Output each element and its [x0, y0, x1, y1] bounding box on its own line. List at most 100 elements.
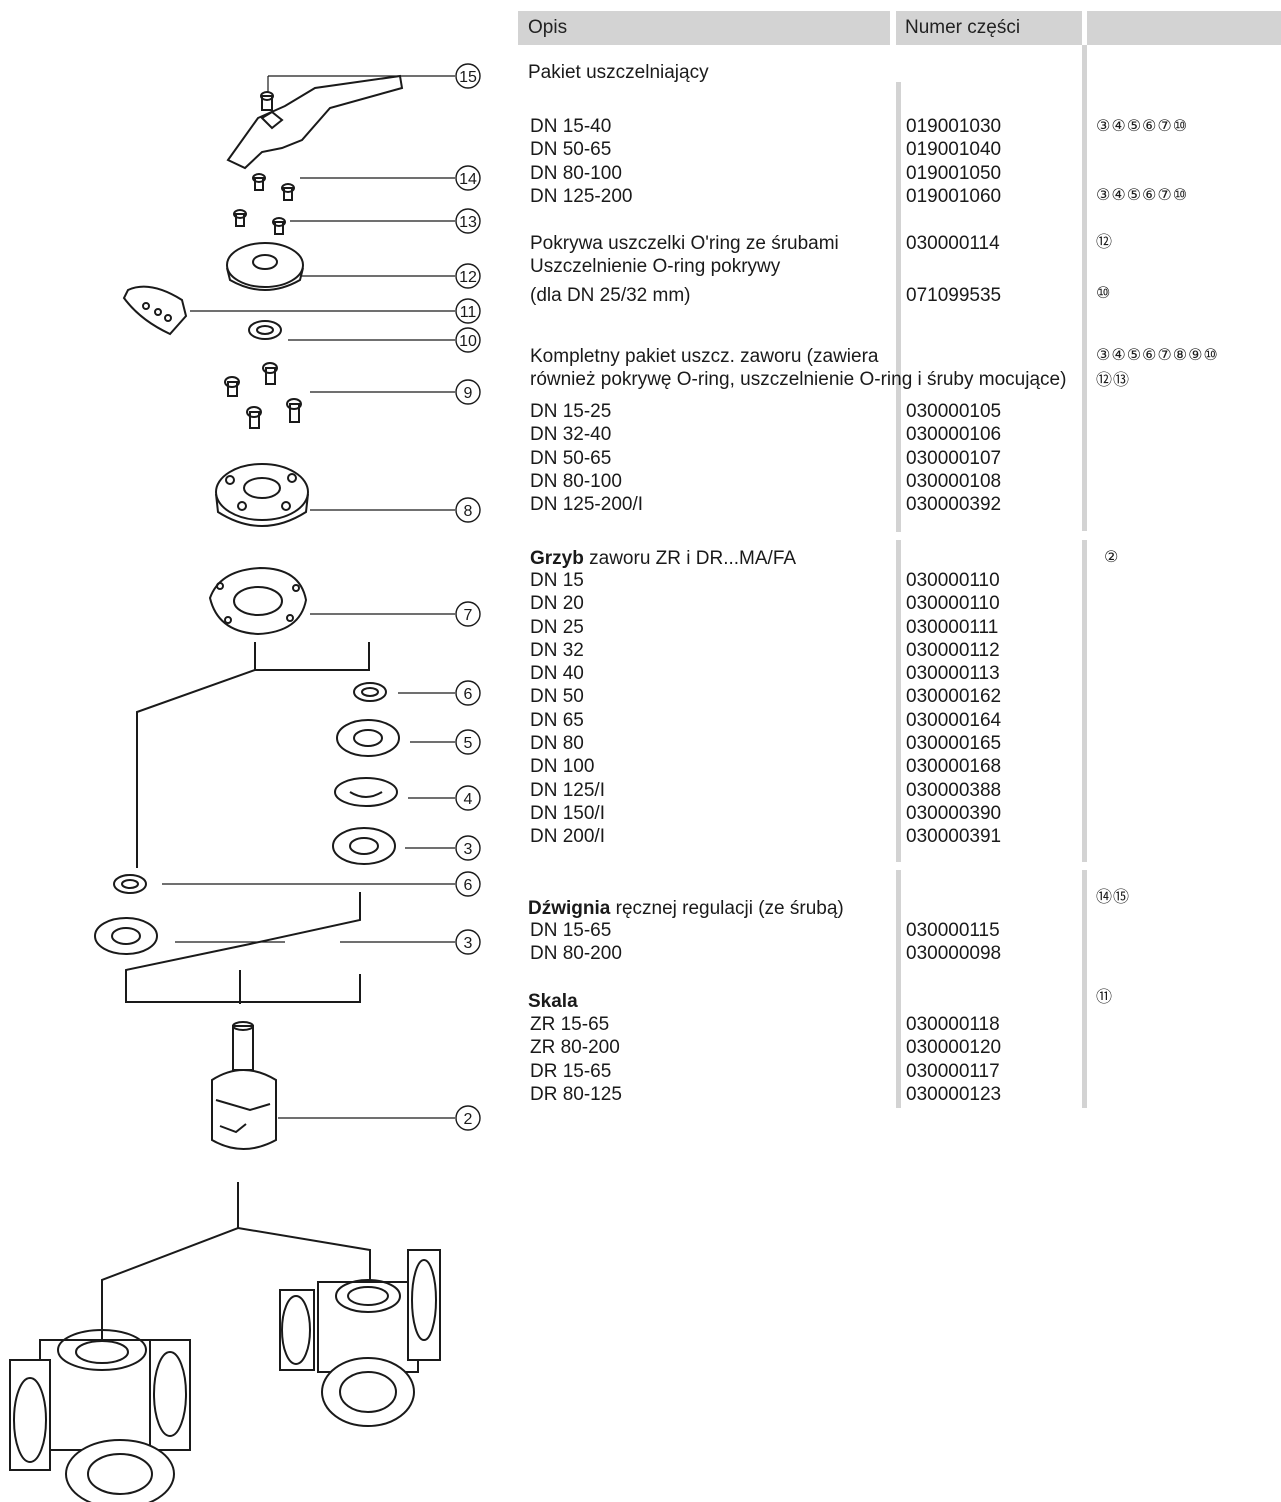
section4-descriptions: DN 15 DN 20 DN 25 DN 32 DN 40 DN 50 DN 6…	[530, 569, 605, 849]
row-desc: DR 80-125	[530, 1083, 622, 1105]
callout-3a: 3	[464, 841, 473, 858]
section1-numbers: 019001030 019001040 019001050 019001060	[906, 115, 1001, 208]
row-number: 019001030	[906, 116, 1002, 137]
s2-line1: Pokrywa uszczelki O'ring ze śrubami	[530, 233, 839, 254]
callout-10: 10	[459, 333, 477, 350]
row-desc: DN 15-65	[530, 920, 612, 941]
row-desc: DN 125-200/I	[530, 494, 644, 516]
s3-line1: Kompletny pakiet uszcz. zaworu (zawiera	[530, 346, 879, 367]
row-number: 030000105	[906, 401, 1002, 422]
valve-body-3way-drawing	[279, 1249, 441, 1427]
row-number: 030000392	[906, 494, 1002, 516]
callout-15: 15	[459, 69, 477, 86]
row-number: 030000162	[906, 686, 1002, 708]
gasket-drawing	[208, 566, 308, 636]
header-numer: Numer części	[896, 11, 1082, 45]
screws-9-drawing	[224, 362, 302, 429]
row-desc: DN 125-200	[530, 185, 633, 207]
row-desc: DR 15-65	[530, 1060, 612, 1082]
valve-cover-drawing	[215, 463, 309, 527]
row-number: 030000391	[906, 826, 1002, 848]
callout-3b: 3	[464, 935, 473, 952]
section4-numbers: 030000110 030000110 030000111 030000112 …	[906, 569, 1001, 849]
callout-5: 5	[464, 735, 473, 752]
row-number: 030000108	[906, 470, 1002, 492]
row-desc: DN 200/I	[530, 826, 605, 848]
row-desc: DN 15-40	[530, 116, 612, 137]
callout-4: 4	[464, 791, 473, 808]
exploded-view-diagram: 15 14 13 12 11 10 9 8 7 6 5 4 3 6 3 2	[9, 63, 481, 1502]
marks-s4: ②	[1104, 547, 1120, 566]
col-numer-label: Numer części	[905, 17, 1021, 38]
row-desc: DN 150/I	[530, 802, 605, 824]
callout-14: 14	[459, 171, 477, 188]
row-number: 030000120	[906, 1037, 1002, 1059]
s5-title-bold: Dźwignia	[528, 898, 611, 919]
row-number: 030000388	[906, 779, 1002, 801]
scale-drawing	[122, 285, 188, 336]
section3-numbers: 030000105 030000106 030000107 030000108 …	[906, 400, 1001, 516]
callout-2: 2	[464, 1111, 473, 1128]
row-number: 030000110	[906, 593, 1000, 615]
row-number: 030000106	[906, 424, 1002, 446]
section5-numbers: 030000115 030000098	[906, 919, 1001, 966]
marks-s2-1: ⑫	[1096, 232, 1114, 251]
s2-line2: Uszczelnienie O-ring pokrywy	[530, 256, 781, 277]
s4-title: Grzyb zaworu ZR i DR...MA/FA	[530, 547, 796, 570]
valve-plug-drawing	[211, 1021, 277, 1150]
row-desc: DN 40	[530, 663, 584, 685]
header-extra	[1087, 11, 1281, 45]
row-number: 030000111	[906, 616, 999, 638]
callout-13: 13	[459, 214, 477, 231]
s2-number3: 071099535	[906, 285, 1002, 306]
row-number: 030000117	[906, 1060, 1000, 1082]
s3-line2: również pokrywę O-ring, uszczelnienie O-…	[530, 369, 1067, 390]
s5-title: Dźwignia ręcznej regulacji (ze śrubą)	[528, 897, 844, 920]
cover-drawing	[226, 242, 304, 291]
s4-title-bold: Grzyb	[530, 548, 584, 569]
callout-7: 7	[464, 607, 473, 624]
separator-a1	[896, 82, 901, 532]
row-number: 019001050	[906, 162, 1002, 184]
row-number: 030000168	[906, 756, 1002, 778]
row-desc: ZR 15-65	[530, 1014, 610, 1035]
col-opis-label: Opis	[528, 17, 568, 38]
callout-6b: 6	[464, 877, 473, 894]
row-number: 030000110	[906, 570, 1000, 591]
section3-descriptions: DN 15-25 DN 32-40 DN 50-65 DN 80-100 DN …	[530, 400, 643, 516]
marks-s3-a: ③④⑤⑥⑦⑧⑨⑩	[1096, 345, 1219, 364]
section-title-pakiet: Pakiet uszczelniający	[528, 62, 709, 83]
callout-9: 9	[464, 385, 473, 402]
row-number: 030000113	[906, 663, 1000, 685]
separator-a3	[896, 870, 901, 1108]
separator-b1	[1082, 45, 1087, 531]
screws-14-drawing	[252, 173, 295, 201]
separator-b3	[1082, 870, 1087, 1108]
row-desc: DN 15-25	[530, 401, 612, 422]
marks-s1-b: ③④⑤⑥⑦⑩	[1096, 185, 1189, 204]
row-desc: DN 100	[530, 756, 595, 778]
row-desc: DN 125/I	[530, 779, 605, 801]
marks-s6: ⑪	[1096, 987, 1114, 1006]
row-number: 030000123	[906, 1083, 1002, 1105]
marks-s1-a: ③④⑤⑥⑦⑩	[1096, 116, 1189, 135]
callout-8: 8	[464, 503, 473, 520]
row-desc: DN 50-65	[530, 139, 612, 161]
row-number: 030000164	[906, 709, 1002, 731]
row-desc: DN 32-40	[530, 424, 612, 446]
s6-title: Skala	[528, 991, 578, 1012]
row-number: 019001040	[906, 139, 1002, 161]
screws-13-drawing	[233, 209, 286, 235]
section6-numbers: 030000118 030000120 030000117 030000123	[906, 1013, 1001, 1106]
row-desc: DN 32	[530, 639, 584, 661]
row-desc: DN 80	[530, 733, 584, 755]
section6-descriptions: ZR 15-65 ZR 80-200 DR 15-65 DR 80-125	[530, 1013, 622, 1106]
marks-s3-b: ⑫⑬	[1096, 370, 1131, 389]
marks-s2-3: ⑩	[1096, 283, 1112, 302]
o-ring-drawing	[248, 320, 282, 340]
row-desc: DN 65	[530, 709, 584, 731]
callout-11: 11	[460, 304, 477, 321]
row-number: 030000118	[906, 1014, 1000, 1035]
row-number: 030000115	[906, 920, 1000, 941]
row-desc: DN 20	[530, 593, 584, 615]
